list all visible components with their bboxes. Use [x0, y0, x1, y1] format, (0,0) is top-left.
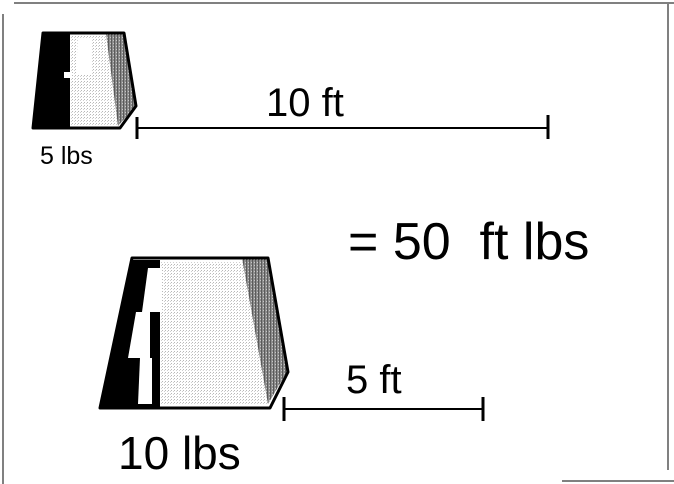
distance-label-bottom: 5 ft: [346, 358, 402, 402]
equation-text: = 50 ft lbs: [348, 213, 589, 271]
distance-bar-10ft: [135, 115, 550, 139]
distance-bar-5ft: [282, 397, 485, 421]
large-weight-label: 10 lbs: [118, 427, 241, 479]
distance-label-top: 10 ft: [266, 81, 344, 125]
large-weight-icon: [98, 256, 290, 410]
small-weight-label: 5 lbs: [40, 142, 93, 170]
small-weight-icon: [31, 31, 138, 130]
